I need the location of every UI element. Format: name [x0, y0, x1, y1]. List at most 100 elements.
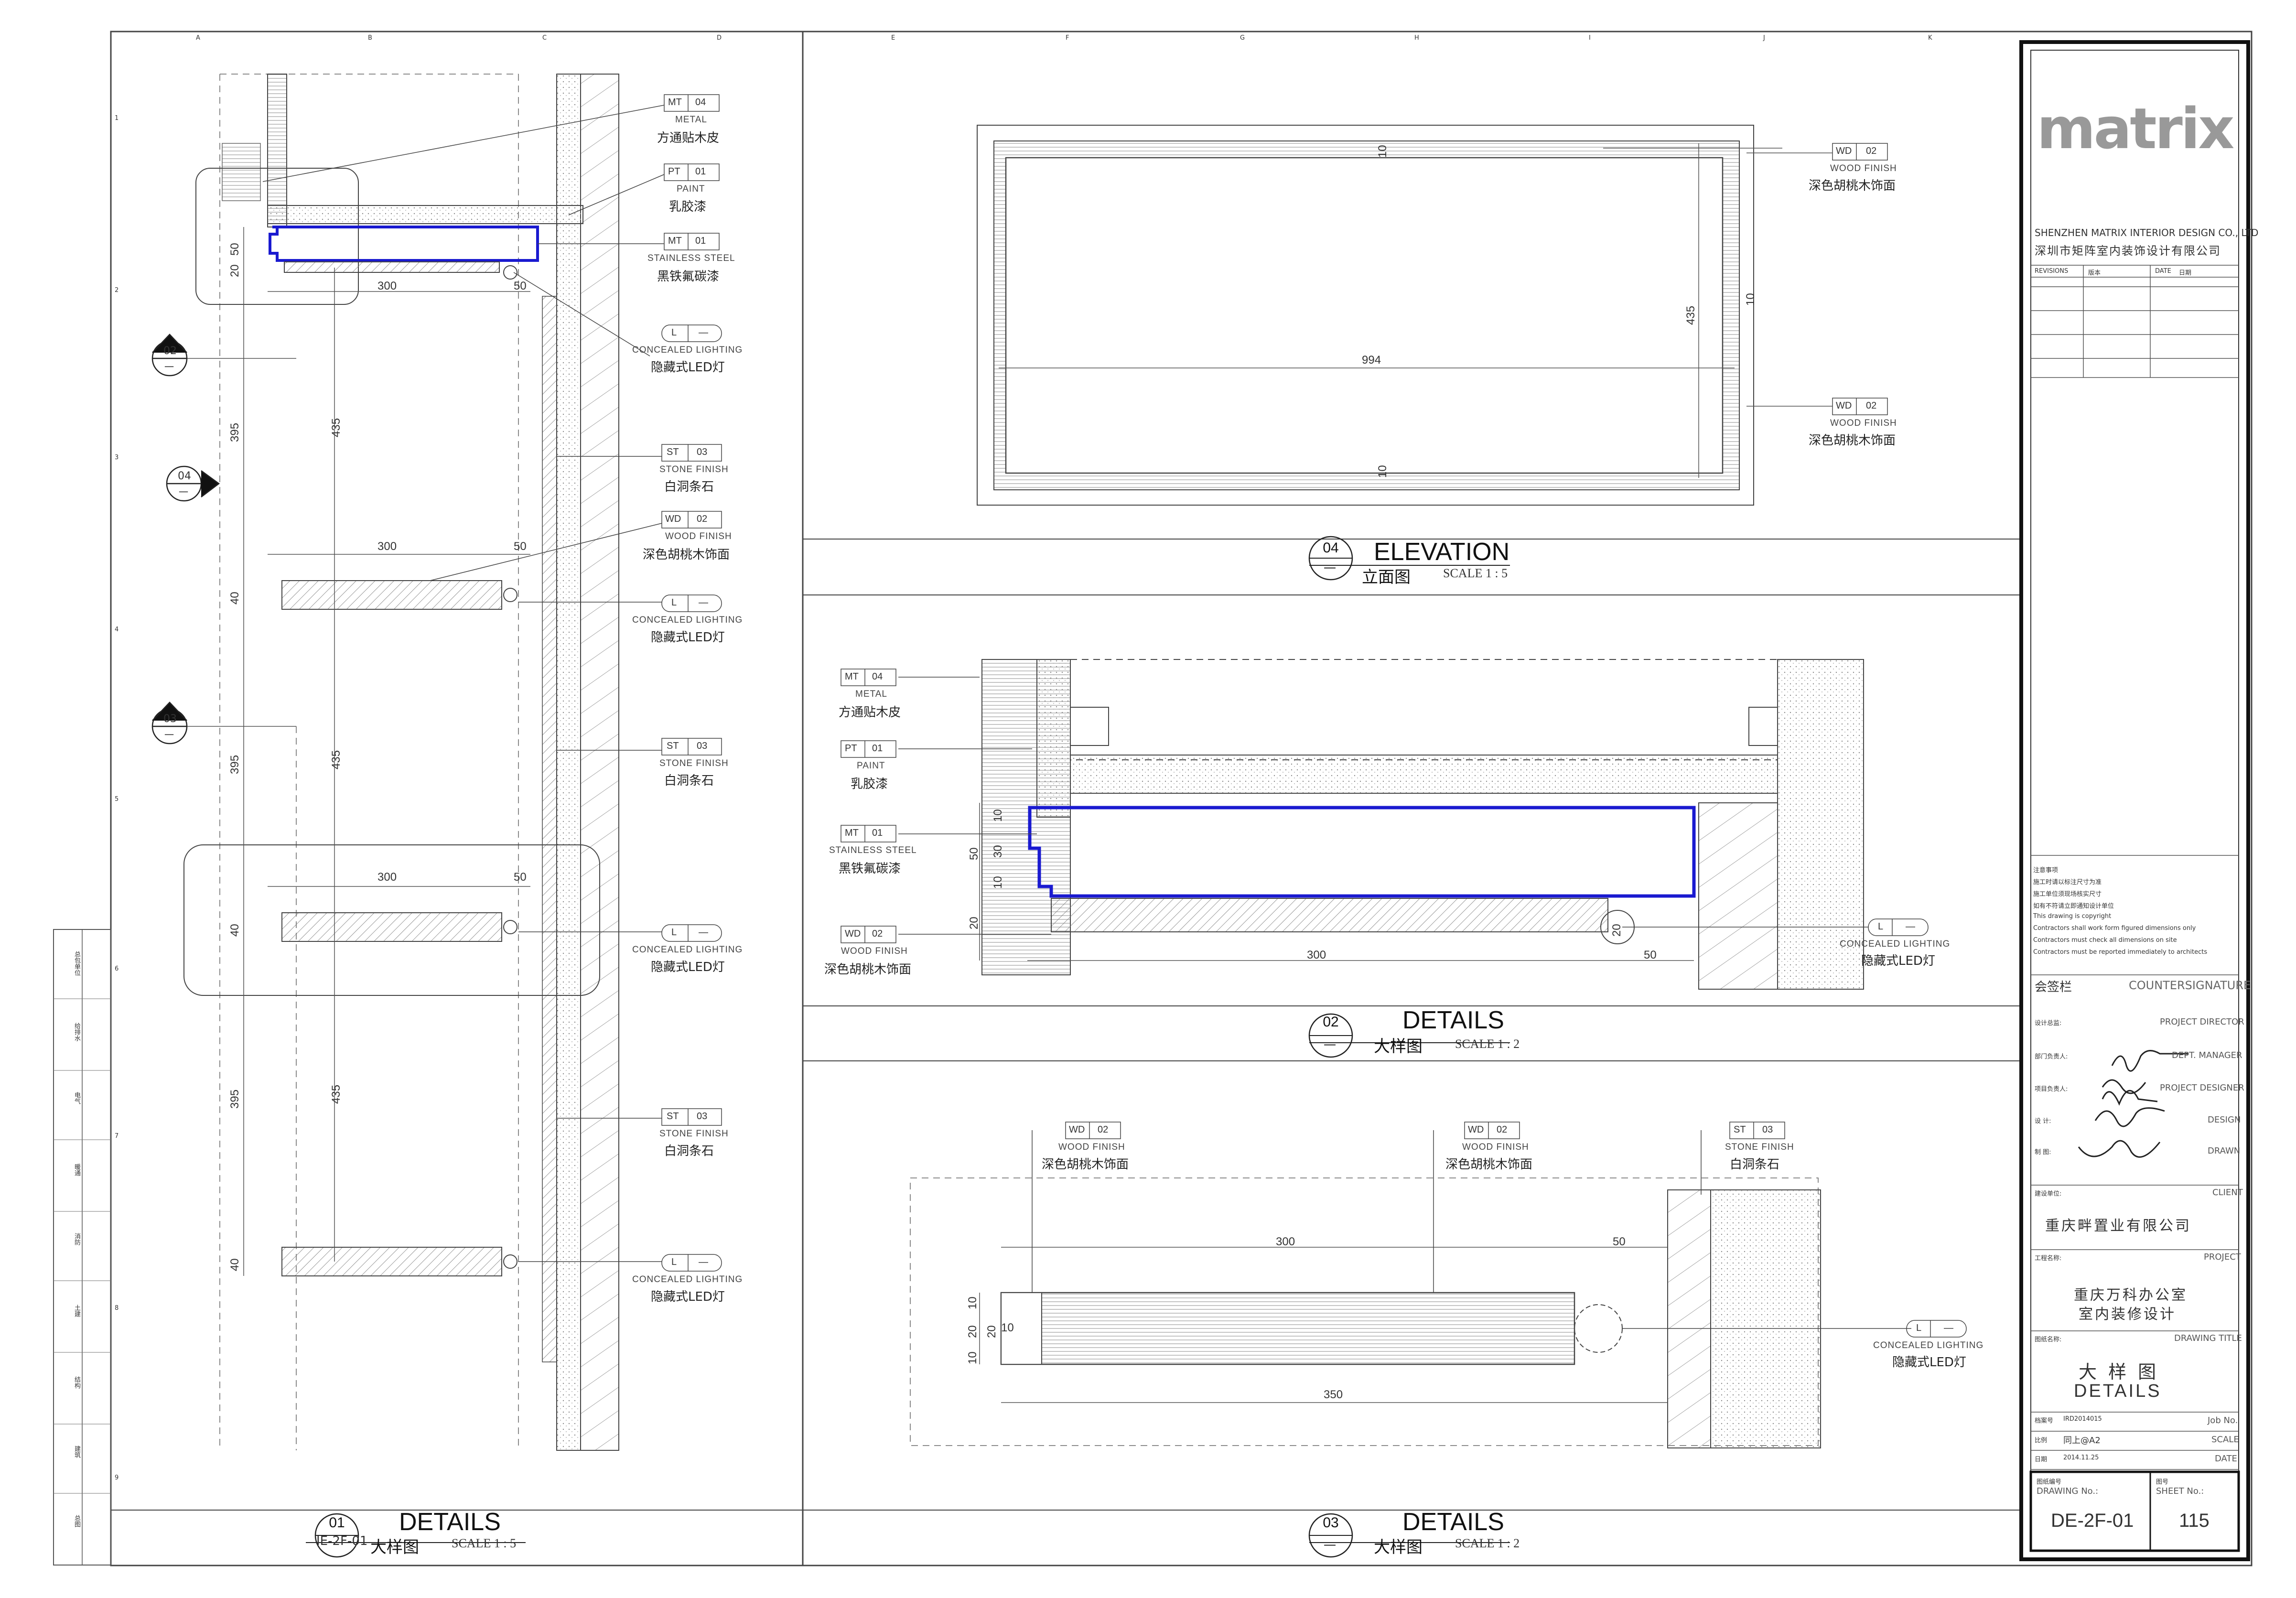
panel-03-number: 03 [1323, 1515, 1339, 1531]
drawing-no-label-en: DRAWING No.: [2037, 1486, 2099, 1496]
tag-st03-cn: 白洞条石 [1730, 1157, 1780, 1172]
tag-wd02-code: WD [1468, 1124, 1484, 1135]
tag-led-en: CONCEALED LIGHTING [632, 945, 743, 955]
role-en: DRAWN [2208, 1146, 2241, 1156]
dim-50-v: 50 [228, 243, 241, 256]
dim-395-v: 395 [228, 422, 241, 442]
tag-mt04-code: MT [845, 671, 859, 682]
sidebar-label: 土建 [73, 1305, 80, 1317]
grid-row-3: 3 [115, 454, 119, 461]
sheet-no: 115 [2179, 1510, 2210, 1531]
dim-300: 300 [377, 871, 397, 884]
tag-wd02-cn: 深色胡桃木饰面 [1809, 433, 1896, 448]
tag-led-cn: 隐藏式LED灯 [651, 960, 725, 974]
title-label-cn: 图纸名称: [2035, 1336, 2062, 1343]
panel-04-scale: SCALE 1 : 5 [1443, 566, 1508, 580]
note-line: 施工单位须现场核实尺寸 [2033, 891, 2102, 898]
panel-02-scale: SCALE 1 : 2 [1455, 1037, 1520, 1051]
grid-col-k: K [1928, 34, 1932, 42]
tag-mt01-cn: 黑铁氟碳漆 [839, 862, 901, 876]
role-en: PROJECT DESIGNER [2160, 1083, 2244, 1093]
grid-col-i: I [1589, 34, 1591, 42]
grid-row-4: 4 [115, 626, 119, 633]
tag-mt01-code: MT [668, 236, 682, 246]
grid-col-b: B [368, 34, 372, 42]
dim-40-v: 40 [228, 1258, 241, 1271]
dim-20-v: 20 [228, 264, 241, 277]
grid-col-a: A [196, 34, 200, 42]
tag-led-no: — [1906, 921, 1915, 932]
tag-st03-no: 03 [697, 447, 708, 457]
dim-50: 50 [1613, 1235, 1626, 1248]
tag-mt01-en: STAINLESS STEEL [647, 253, 735, 263]
date-value: 2014.11.25 [2063, 1454, 2099, 1461]
tag-st03-code: ST [667, 447, 679, 457]
note-line: Contractors shall work form figured dime… [2033, 925, 2196, 932]
dim-50-v: 50 [968, 847, 981, 860]
note-line: This drawing is copyright [2033, 913, 2112, 920]
dim-395-v: 395 [228, 755, 241, 774]
dim-20-v: 20 [966, 1325, 979, 1338]
tag-wd02-code: WD [1836, 146, 1852, 156]
tag-wd02-cn: 深色胡桃木饰面 [1809, 179, 1896, 193]
grid-col-f: F [1066, 34, 1069, 42]
role-cn: 部门负责人: [2035, 1053, 2068, 1060]
tag-led-no: — [699, 597, 708, 608]
dim-300: 300 [377, 540, 397, 553]
panel-01-number: 01 [329, 1515, 345, 1531]
tag-wd02-cn: 深色胡桃木饰面 [643, 548, 730, 562]
tag-led-en: CONCEALED LIGHTING [632, 345, 743, 355]
role-en: PROJECT DIRECTOR [2160, 1017, 2244, 1027]
project-label-cn: 工程名称: [2035, 1255, 2062, 1262]
client-label-en: CLIENT [2212, 1188, 2243, 1198]
tag-mt04-no: 04 [872, 671, 883, 682]
grid-col-d: D [717, 34, 722, 42]
panel-01-title-cn: 大样图 [370, 1538, 419, 1557]
tag-led-cn: 隐藏式LED灯 [651, 360, 725, 375]
dim-435-v: 435 [330, 1084, 343, 1104]
note-line: 如有不符请立即通知设计单位 [2033, 903, 2114, 910]
tag-wd02-code: WD [845, 929, 861, 939]
panel-02-title-en: DETAILS [1402, 1006, 1504, 1034]
tag-wd02-en: WOOD FINISH [1830, 163, 1897, 173]
sheet-no-label-en: SHEET No.: [2156, 1486, 2204, 1496]
section-mark-03 [151, 702, 188, 745]
dim-435-v: 435 [330, 750, 343, 769]
tag-led-code: L [671, 1257, 677, 1267]
dim-300: 300 [1307, 949, 1326, 961]
tag-wd02-cn: 深色胡桃木饰面 [1445, 1157, 1533, 1172]
note-line: 注意事项 [2033, 867, 2059, 874]
dim-300: 300 [377, 280, 397, 292]
tag-led-code: L [1878, 921, 1884, 932]
sidebar-label: 总包单位 [73, 951, 80, 976]
dim-10-v: 10 [1376, 465, 1389, 478]
tag-pt01-no: 01 [872, 743, 883, 754]
client-name: 重庆畔置业有限公司 [2045, 1218, 2191, 1234]
scale-label-cn: 比例 [2035, 1437, 2048, 1444]
tag-wd02-en: WOOD FINISH [665, 531, 732, 541]
role-cn: 设 计: [2035, 1118, 2051, 1125]
sidebar-label: 给排水 [73, 1023, 80, 1041]
tag-wd02-code: WD [1836, 400, 1852, 411]
tag-led-cn: 隐藏式LED灯 [1861, 954, 1935, 968]
section-mark-02-no: 02 [163, 345, 177, 357]
job-label-cn: 档案号 [2035, 1417, 2054, 1425]
project-name-line1: 重庆万科办公室 [2074, 1287, 2188, 1304]
grid-row-5: 5 [115, 796, 119, 803]
drawing-title-en: DETAILS [2074, 1381, 2162, 1401]
tag-led-en: CONCEALED LIGHTING [1873, 1340, 1984, 1350]
company-name-cn: 深圳市矩阵室内装饰设计有限公司 [2035, 244, 2221, 258]
tag-st03-en: STONE FINISH [659, 464, 729, 475]
tag-led-no: — [699, 1257, 708, 1267]
dim-435-v: 435 [330, 418, 343, 437]
panel-02-ref: 一 [1324, 1039, 1337, 1053]
tag-wd02-no: 02 [1866, 400, 1877, 411]
tag-wd02-cn: 深色胡桃木饰面 [824, 962, 912, 977]
rev-header: DATE [2155, 268, 2171, 275]
grid-col-j: J [1763, 34, 1765, 42]
dim-350: 350 [1324, 1388, 1343, 1401]
sidebar-label: 建筑 [73, 1446, 80, 1458]
tag-st03-no: 03 [697, 741, 708, 751]
tag-st03-code: ST [1734, 1124, 1746, 1135]
tag-mt01-no: 01 [695, 236, 706, 246]
